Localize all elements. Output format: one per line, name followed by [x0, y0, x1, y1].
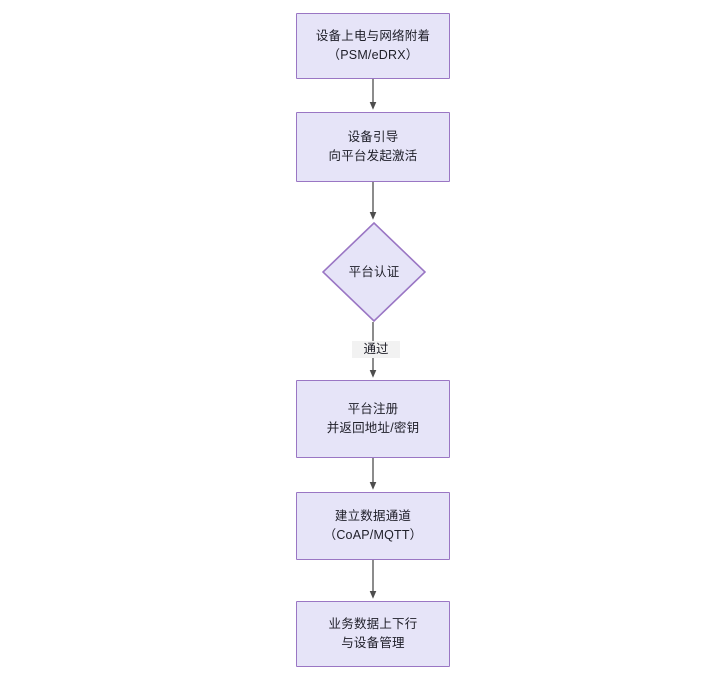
node-platform-registration[interactable]: 平台注册 并返回地址/密钥: [296, 380, 450, 458]
node-label-platform-registration: 平台注册 并返回地址/密钥: [326, 402, 420, 435]
node-label-establish-data-channel: 建立数据通道 （CoAP/MQTT）: [323, 509, 423, 542]
node-device-bootstrap[interactable]: 设备引导 向平台发起激活: [296, 112, 450, 182]
edge-label-pass: 通过: [352, 341, 400, 358]
node-label-device-power-on: 设备上电与网络附着 （PSM/eDRX）: [315, 29, 431, 62]
diamond-shape: [322, 222, 426, 322]
node-business-data-and-management[interactable]: 业务数据上下行 与设备管理: [296, 601, 450, 667]
node-label-device-bootstrap: 设备引导 向平台发起激活: [328, 130, 418, 163]
node-label-platform-authentication: 平台认证: [348, 264, 400, 279]
node-label-business-data-and-management: 业务数据上下行 与设备管理: [328, 617, 418, 650]
node-establish-data-channel[interactable]: 建立数据通道 （CoAP/MQTT）: [296, 492, 450, 560]
node-device-power-on[interactable]: 设备上电与网络附着 （PSM/eDRX）: [296, 13, 450, 79]
node-platform-authentication[interactable]: 平台认证: [322, 222, 426, 322]
